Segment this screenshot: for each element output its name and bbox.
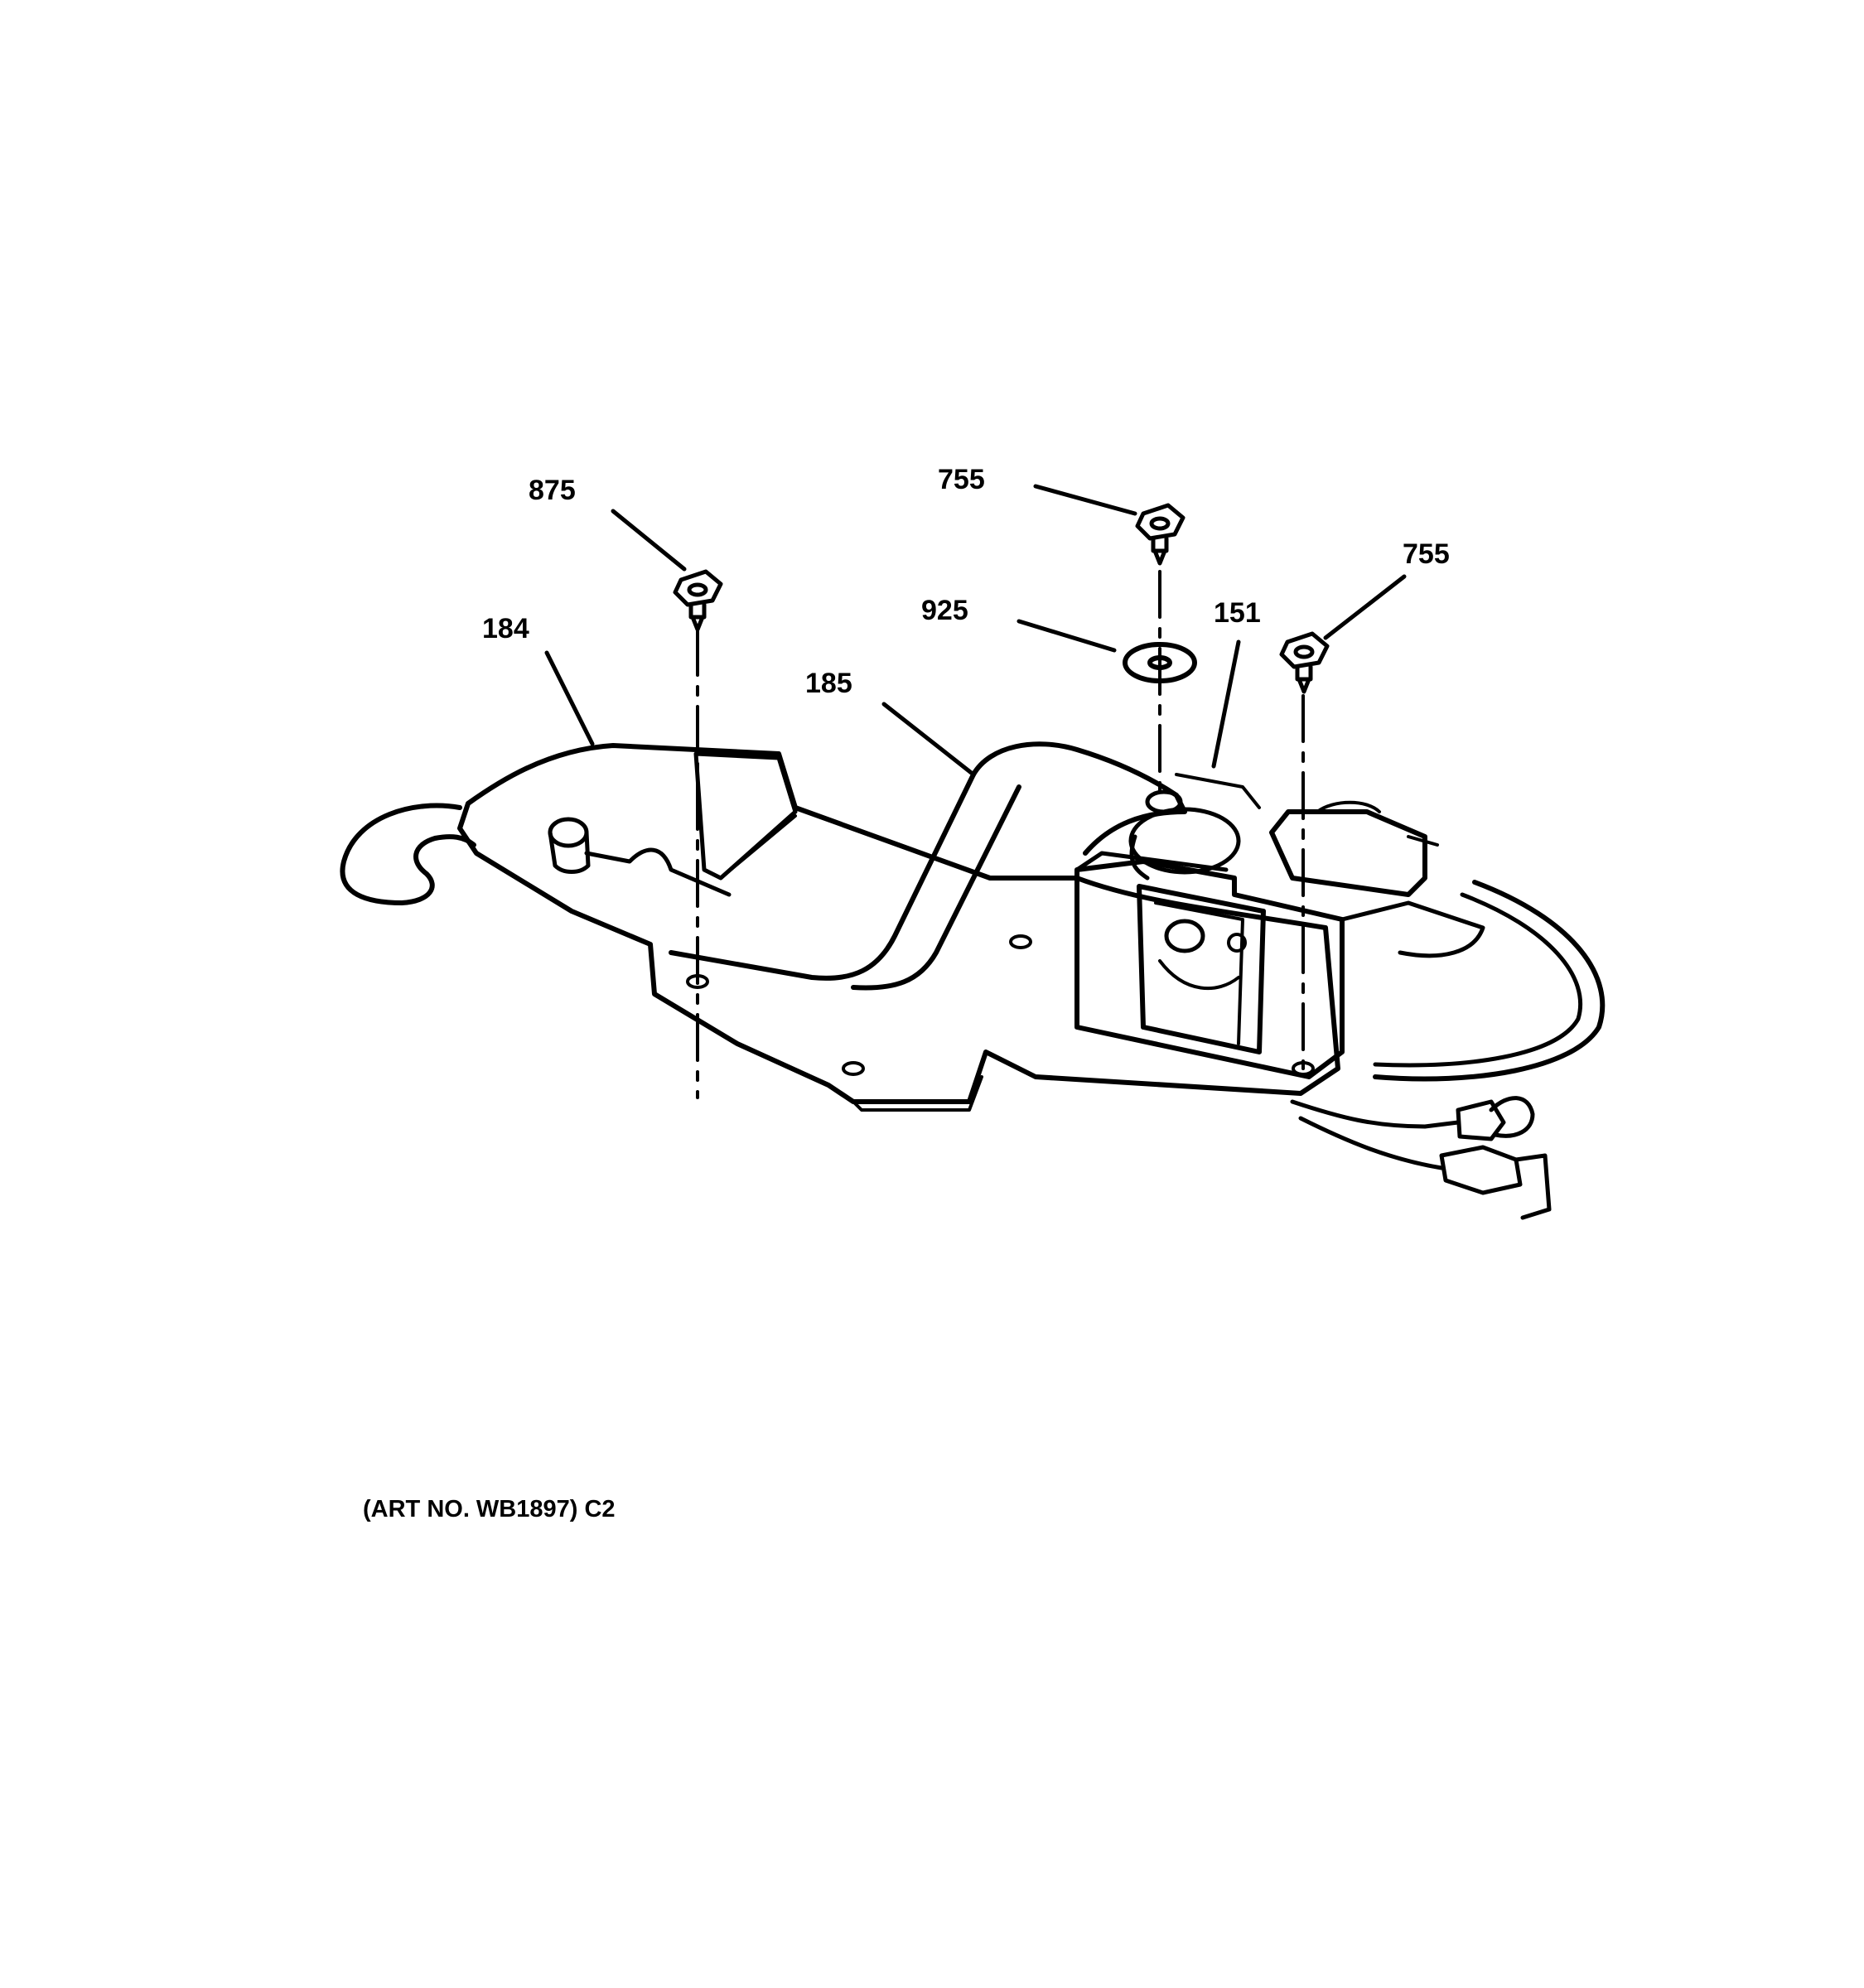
- washer-925-icon: [1123, 642, 1197, 683]
- leader-lines: [544, 484, 1407, 777]
- screw-holes: [686, 934, 1315, 1076]
- callout-184: 184: [482, 613, 529, 644]
- callout-755-right: 755: [1403, 538, 1450, 570]
- callout-151: 151: [1214, 597, 1261, 629]
- screw-875-icon: [673, 569, 723, 632]
- assembly-axes: [696, 570, 1305, 1099]
- motor-top: [1128, 807, 1241, 875]
- wire-terminals: [1290, 1096, 1552, 1220]
- strap-185: [971, 741, 1187, 856]
- screw-755-right-icon: [1279, 631, 1330, 694]
- callout-755-top: 755: [938, 464, 985, 495]
- callout-185: 185: [805, 668, 852, 699]
- art-number-caption: (ART NO. WB1897) C2: [363, 1496, 616, 1522]
- hook-part: [340, 803, 476, 905]
- base-plate-184: [457, 743, 1340, 1104]
- plate-post: [548, 817, 732, 897]
- base-plate-edge: [458, 827, 983, 1112]
- motor-window: [1137, 884, 1266, 1054]
- callout-875: 875: [529, 475, 576, 506]
- screw-755-top-icon: [1135, 503, 1186, 566]
- switch-body: [1269, 809, 1427, 897]
- fan-disk: [1373, 880, 1606, 1082]
- callout-925: 925: [921, 595, 968, 626]
- strap-185-body: [669, 772, 1021, 991]
